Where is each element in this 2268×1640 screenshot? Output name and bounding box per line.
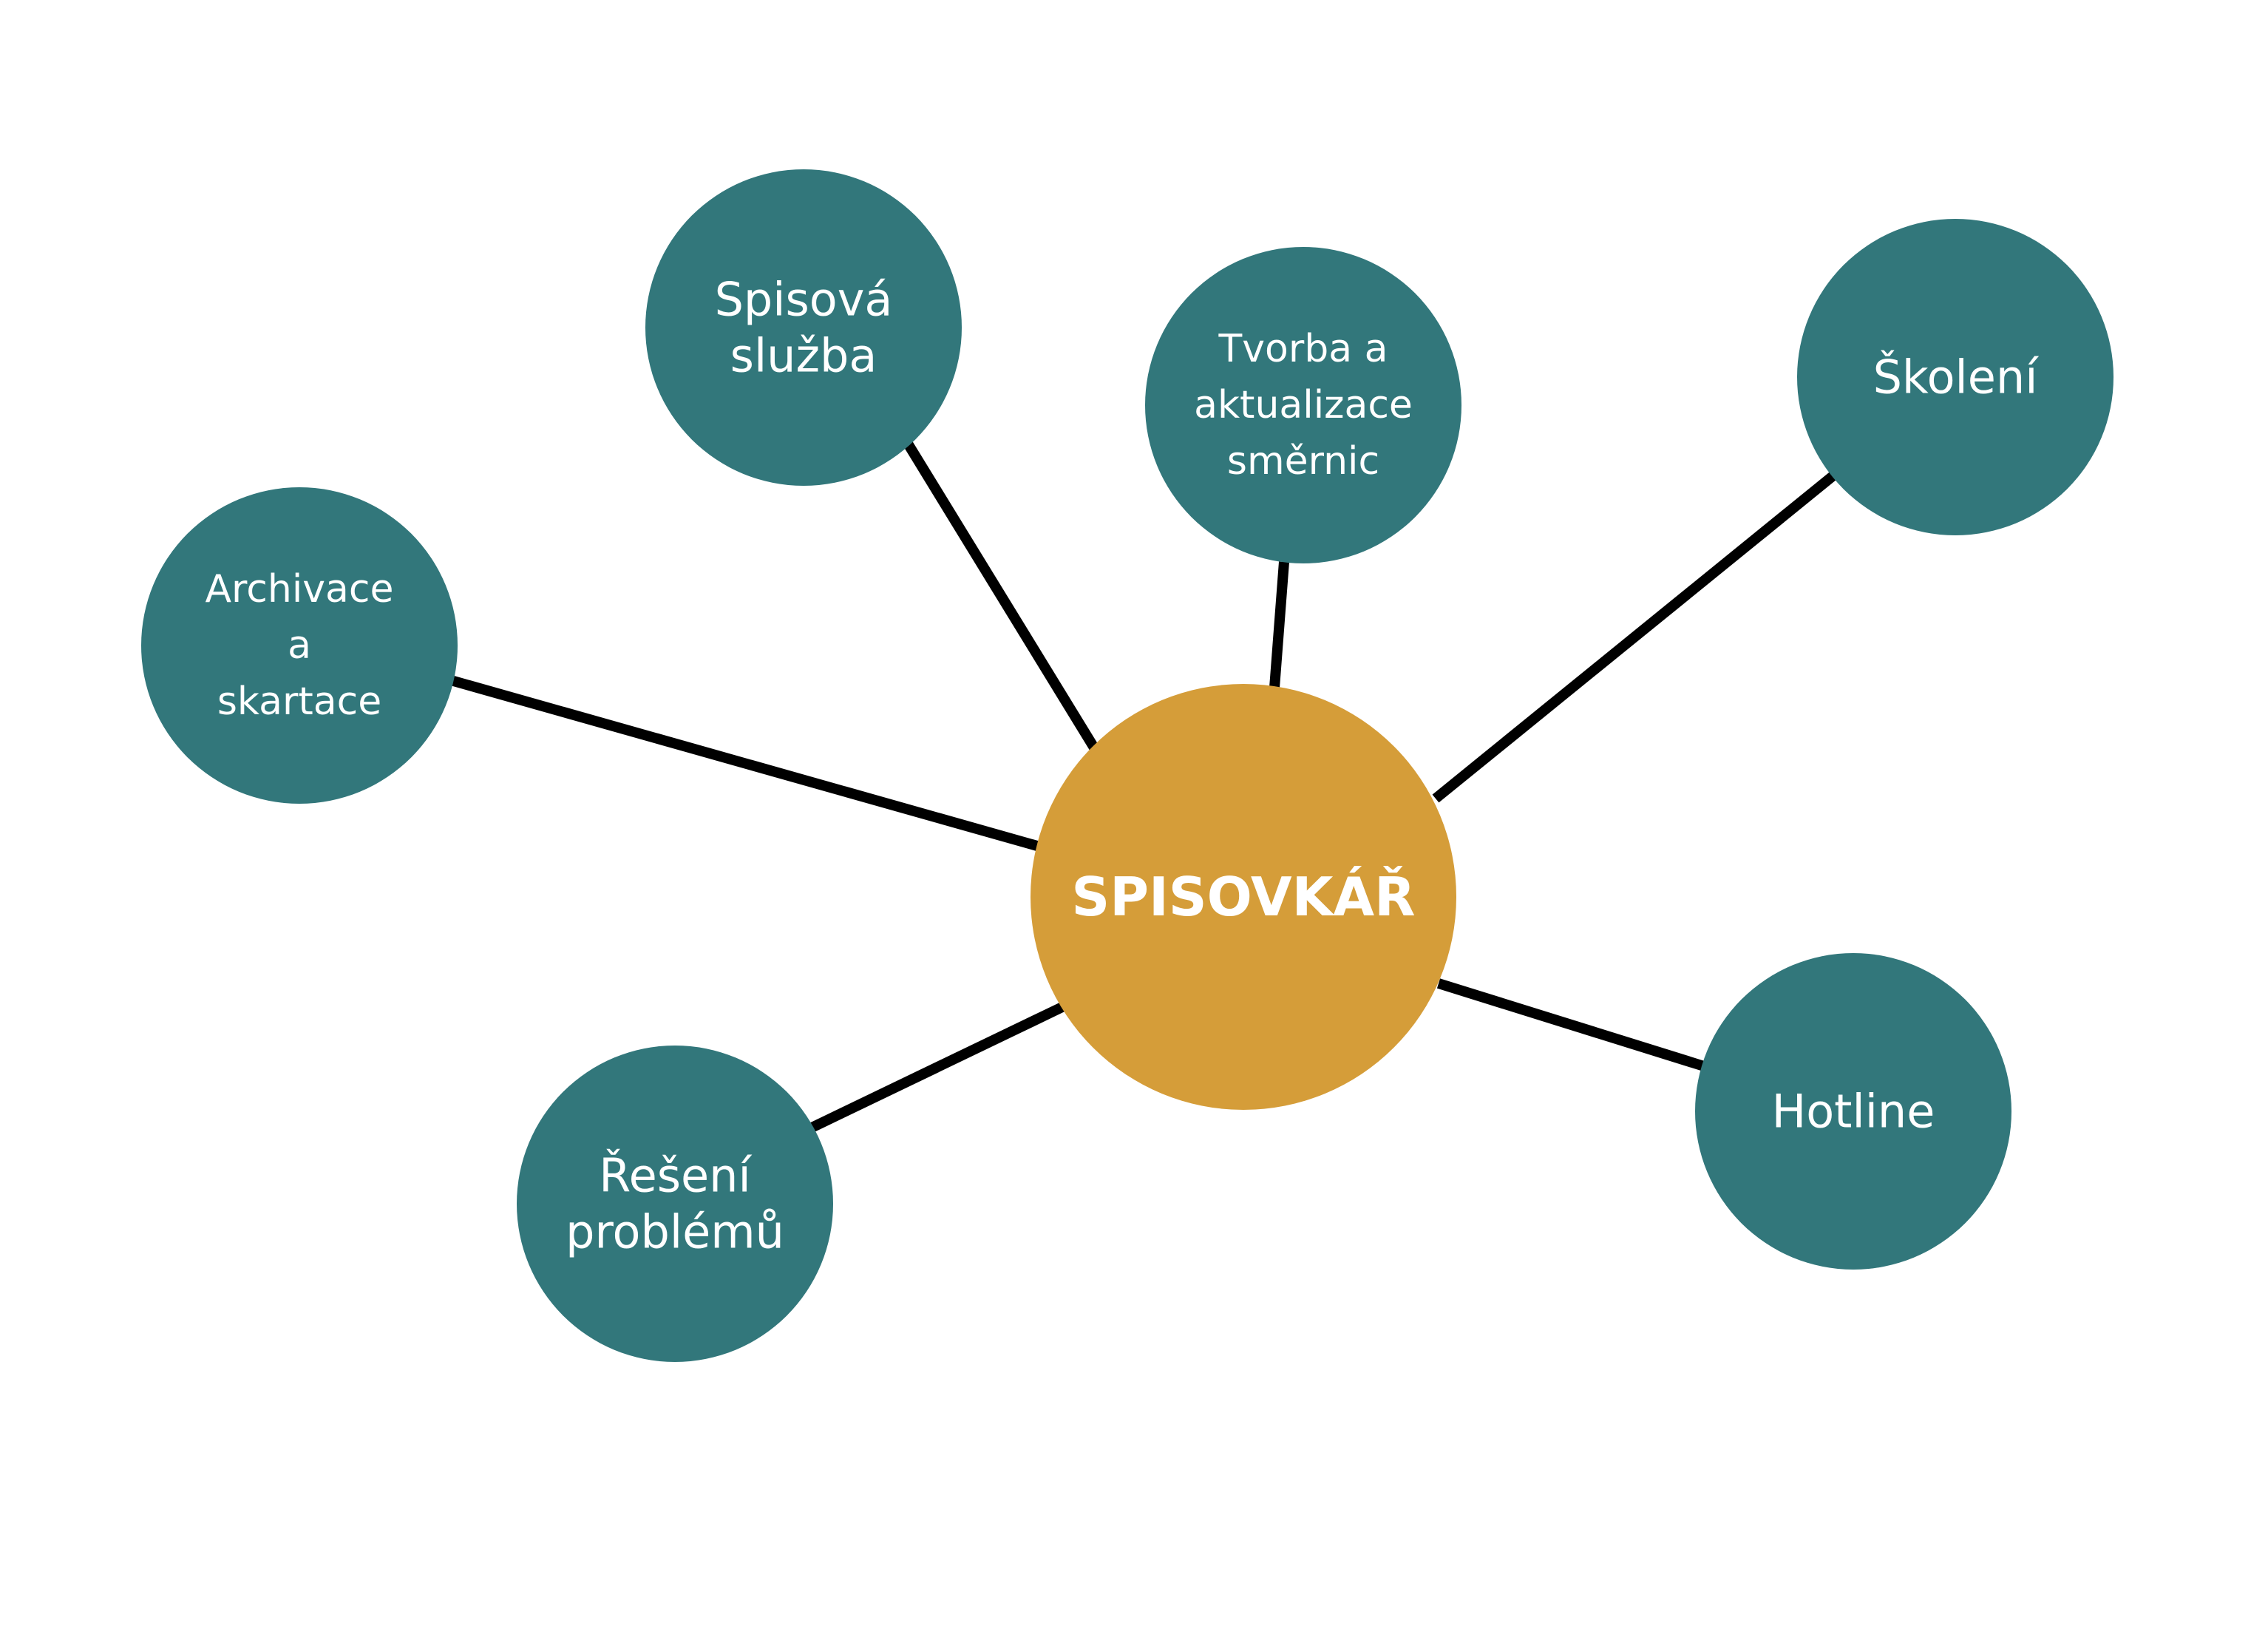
node-archivace: Archivace a skartace <box>141 487 458 804</box>
edge-tvorba-smernic <box>1269 561 1289 688</box>
node-label-reseni-problemu-line-0: Řešení <box>599 1149 752 1203</box>
node-circle-hotline <box>1695 953 2011 1270</box>
node-circle-reseni-problemu <box>517 1046 833 1362</box>
node-circle-spisova-sluzba <box>645 169 962 486</box>
node-label-spisova-sluzba-line-0: Spisová <box>715 273 893 327</box>
node-label-tvorba-smernic-line-2: směrnic <box>1227 439 1379 484</box>
center-circle <box>1031 684 1456 1110</box>
edge-archivace <box>449 675 1044 853</box>
node-label-tvorba-smernic-line-1: aktualizace <box>1194 383 1413 427</box>
node-circle-skoleni <box>1797 219 2113 535</box>
node-skoleni: Školení <box>1797 219 2113 535</box>
node-label-tvorba-smernic-line-0: Tvorba a <box>1218 327 1388 371</box>
node-label-hotline-line-0: Hotline <box>1772 1085 1935 1139</box>
edge-skoleni <box>1432 469 1840 803</box>
node-label-archivace-line-2: skartace <box>217 680 381 724</box>
connector-lines <box>449 437 1840 1134</box>
node-label-skoleni-line-0: Školení <box>1873 350 2040 404</box>
node-circle-archivace <box>141 487 458 804</box>
center-node: SPISOVKÁŘ <box>1031 684 1456 1110</box>
node-label-spisova-sluzba-line-1: služba <box>730 329 877 383</box>
edge-reseni-problemu <box>807 1000 1068 1134</box>
node-circle-tvorba-smernic <box>1145 247 1461 563</box>
node-label-archivace-line-0: Archivace <box>205 567 393 611</box>
node-label-archivace-line-1: a <box>288 623 311 668</box>
edge-hotline <box>1436 978 1706 1071</box>
node-hotline: Hotline <box>1695 953 2011 1270</box>
node-label-reseni-problemu-line-1: problémů <box>566 1205 784 1259</box>
edge-spisova-sluzba <box>901 437 1101 754</box>
center-label: SPISOVKÁŘ <box>1071 866 1415 928</box>
node-tvorba-smernic: Tvorba a aktualizace směrnic <box>1145 247 1461 563</box>
